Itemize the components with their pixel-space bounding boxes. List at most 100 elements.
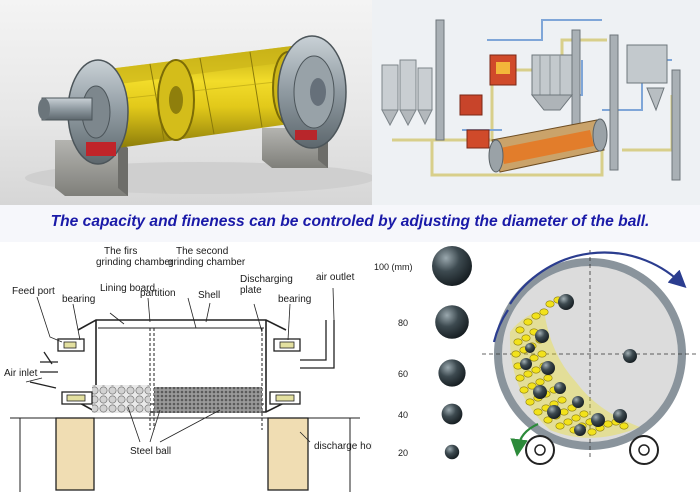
charge-steel-ball (574, 424, 586, 436)
label-second-chamber-1: The second (176, 246, 228, 257)
steel-ball-80 (435, 305, 469, 339)
cross-section-drawing: The firs grinding chamber The second gri… (4, 246, 372, 492)
ball-mill-illustration (0, 0, 372, 205)
charge-steel-ball (613, 409, 627, 423)
charge-pebble (537, 350, 547, 358)
charge-pebble (543, 374, 553, 382)
mill-head-left (38, 59, 129, 165)
label-air-outlet: air outlet (316, 272, 355, 283)
charge-pebble (511, 350, 521, 358)
coarse-ball-charge (92, 385, 150, 413)
label-discharging-2: plate (240, 285, 262, 296)
charge-steel-ball (554, 382, 566, 394)
charge-pebble (545, 300, 555, 308)
foundation (10, 417, 360, 492)
rotation-drawing (482, 250, 698, 465)
label-bearing-right: bearing (278, 294, 311, 305)
caption-banner: The capacity and fineness can be control… (0, 205, 700, 242)
label-air-inlet: Air inlet (4, 368, 38, 379)
label-bearing-left: bearing (62, 294, 95, 305)
charge-pebble (531, 312, 541, 320)
steel-ball-60 (438, 359, 466, 387)
rotation-arrow (509, 251, 687, 305)
charge-pebble (519, 386, 529, 394)
plant-flow-drawing (381, 19, 681, 181)
ball-size-balls (432, 246, 472, 460)
charge-steel-ball (591, 413, 605, 427)
banner-text: The capacity and fineness can be control… (50, 213, 650, 230)
charge-pebble (513, 338, 523, 346)
ball-label-20: 20 (398, 448, 408, 458)
charge-steel-ball (572, 396, 584, 408)
charge-pebble (603, 420, 613, 428)
charge-steel-ball (541, 361, 555, 375)
charge-pebble (539, 308, 549, 316)
air-outlet-pipe (300, 320, 335, 369)
charge-pebble (543, 416, 553, 424)
fine-ball-charge (154, 387, 262, 413)
bearing-left-body (57, 338, 93, 405)
silos (381, 59, 433, 127)
label-first-chamber-1: The firs (104, 246, 137, 257)
steel-ball-20 (444, 444, 460, 460)
dust-collector (530, 54, 574, 111)
label-discharge-hole: discharge hole (314, 441, 372, 452)
charge-steel-ball (525, 343, 535, 353)
mill-cross-section: The firs grinding chamber The second gri… (0, 242, 372, 500)
label-steel-ball: Steel ball (130, 446, 171, 457)
charge-pebble (525, 398, 535, 406)
ball-label-60: 60 (398, 369, 408, 379)
label-partition: partition (140, 288, 176, 299)
charge-pebble (555, 422, 565, 430)
support-roller-right (629, 435, 659, 465)
charge-pebble (571, 414, 581, 422)
elevator-left (435, 19, 445, 141)
mill-rotation-diagram (480, 242, 700, 500)
return-arrow (510, 422, 539, 457)
charge-pebble (557, 396, 567, 404)
label-first-chamber-2: grinding chamber (96, 257, 174, 268)
partition-line (149, 328, 155, 430)
charge-steel-ball (520, 358, 532, 370)
charge-pebble (559, 408, 569, 416)
charge-pebble (529, 354, 539, 362)
charge-balls (520, 294, 637, 436)
label-shell: Shell (198, 290, 220, 301)
charge-pebble (587, 428, 597, 436)
charge-pebble (523, 318, 533, 326)
charge-steel-ball (547, 405, 561, 419)
ball-label-100: 100 (mm) (374, 262, 413, 272)
label-discharging-1: Discharging (240, 274, 293, 285)
charge-pebble (521, 334, 531, 342)
ball-size-drawing: 100 (mm) 80 60 40 20 (374, 246, 472, 460)
leader-lines (25, 287, 335, 443)
charge-pebble (527, 382, 537, 390)
charge-pebble (533, 408, 543, 416)
mill-head-right (277, 35, 347, 149)
ball-size-scale: 100 (mm) 80 60 40 20 (372, 242, 480, 500)
process-units (459, 54, 517, 149)
charge-pebble (563, 418, 573, 426)
support-roller-left (525, 435, 555, 465)
cyclone-tower (626, 44, 681, 181)
plant-flow-diagram (372, 0, 700, 205)
steel-ball-40 (441, 403, 463, 425)
label-second-chamber-2: grinding chamber (168, 257, 246, 268)
ball-label-40: 40 (398, 410, 408, 420)
charge-pebble (535, 378, 545, 386)
plant-ball-mill (488, 118, 608, 173)
charge-pebble (579, 410, 589, 418)
ball-label-80: 80 (398, 318, 408, 328)
charge-pebble (619, 422, 629, 430)
charge-steel-ball (533, 385, 547, 399)
steel-ball-100 (432, 246, 472, 286)
drive-part (86, 142, 116, 156)
charge-steel-ball (623, 349, 637, 363)
label-feed-port: Feed port (12, 286, 55, 297)
charge-pebble (515, 374, 525, 382)
charge-pebble (531, 366, 541, 374)
ball-mill-drawing (25, 35, 372, 196)
bearing-right-body (269, 338, 301, 405)
charge-pebble (515, 326, 525, 334)
feed-pipe (29, 351, 58, 389)
